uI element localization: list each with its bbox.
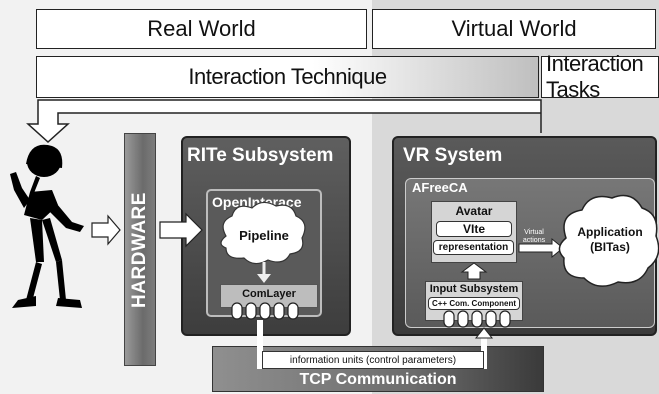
representation-pill: representation <box>433 240 514 255</box>
real-world-box: Real World <box>36 9 367 49</box>
virtual-actions-label-1: Virtual <box>524 229 544 236</box>
pipeline-cloud-icon <box>220 201 306 265</box>
real-world-label: Real World <box>147 16 256 41</box>
vr-system-title: VR System <box>403 145 503 166</box>
information-units-label: information units (control parameters) <box>262 351 484 369</box>
pipeline-label: Pipeline <box>239 228 289 243</box>
input-subsystem-title: Input Subsystem <box>429 283 519 295</box>
virtual-actions-label-2: actions <box>523 237 546 244</box>
hardware-to-openinterace-arrow <box>159 212 203 248</box>
application-label: Application <box>577 225 642 239</box>
cpp-component-label: C++ Com. Component <box>431 299 516 308</box>
interaction-tasks-box: Interaction Tasks <box>541 51 659 102</box>
vite-pill: VIte <box>436 221 512 237</box>
rite-subsystem-title: RITe Subsystem <box>187 145 334 166</box>
application-cloud-icon <box>558 194 659 287</box>
virtual-world-box: Virtual World <box>372 9 656 49</box>
input-ports-icon <box>443 310 511 328</box>
avatar-to-application-arrow <box>518 237 564 259</box>
comlayer-label: ComLayer <box>242 288 296 300</box>
application-sub-label: (BITas) <box>590 240 630 254</box>
comlayer-box: ComLayer <box>220 284 318 308</box>
virtual-world-label: Virtual World <box>451 16 577 41</box>
hardware-bar: HARDWARE <box>124 133 156 366</box>
input-to-avatar-arrow <box>460 262 488 280</box>
interaction-technique-label: Interaction Technique <box>188 64 387 89</box>
interaction-tasks-label: Interaction Tasks <box>546 51 644 102</box>
comlayer-ports-icon <box>231 302 299 320</box>
vite-label: VIte <box>462 222 485 236</box>
representation-label: representation <box>438 242 509 253</box>
feedback-arrow <box>26 99 542 144</box>
person-figure-icon <box>10 144 84 308</box>
afreeca-title: AFreeCA <box>412 180 468 195</box>
avatar-title: Avatar <box>455 204 493 218</box>
interaction-technique-box: Interaction Technique <box>36 56 539 98</box>
tcp-communication-label: TCP Communication <box>299 371 457 388</box>
cpp-component-pill: C++ Com. Component <box>428 297 520 310</box>
person-to-hardware-arrow <box>91 214 121 246</box>
